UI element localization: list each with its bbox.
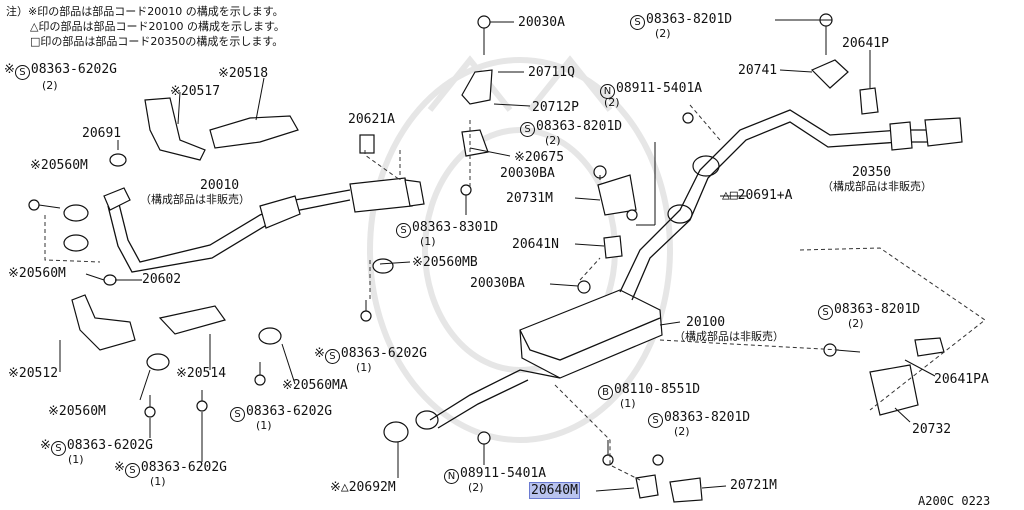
qty-08363-8201D-top: (2) (655, 27, 671, 40)
note-line-1: 注）※印の部品は部品コード20010 の構成を示します。 (6, 5, 284, 18)
note-line-2: △印の部品は部品コード20100 の構成を示します。 (30, 20, 285, 33)
qty-08363-8301D: (1) (420, 235, 436, 248)
part-20518[interactable]: ※20518 (218, 66, 269, 81)
s-symbol-icon: S (648, 413, 663, 428)
bolts-nuts (28, 13, 861, 466)
qty-08911-5401A-top: (2) (604, 96, 620, 109)
s-symbol-icon: S (14, 65, 30, 80)
part-20732[interactable]: 20732 (912, 422, 952, 437)
n-symbol-icon: N (600, 84, 615, 99)
part-20602[interactable]: 20602 (142, 272, 182, 287)
part-20030BA-top[interactable]: 20030BA (500, 166, 555, 181)
part-20641PA[interactable]: 20641PA (934, 372, 989, 387)
part-20641N[interactable]: 20641N (512, 237, 559, 252)
part-20621A[interactable]: 20621A (348, 112, 395, 127)
part-20517[interactable]: ※20517 (170, 84, 221, 99)
part-20030A[interactable]: 20030A (518, 15, 565, 30)
highlighted-part-label: 20640M (529, 482, 580, 499)
diagram-code: A200C 0223 (918, 494, 991, 508)
leader-lines (59, 19, 936, 492)
note-20350: （構成部品は非販売） (822, 180, 932, 193)
s-symbol-icon: S (324, 349, 340, 364)
part-20350[interactable]: 20350 (852, 165, 892, 180)
b-symbol-icon: B (598, 385, 613, 400)
s-symbol-icon: S (396, 223, 411, 238)
part-20030BA-bot[interactable]: 20030BA (470, 276, 525, 291)
part-20711Q[interactable]: 20711Q (528, 65, 575, 80)
part-20514[interactable]: ※20514 (176, 366, 227, 381)
part-20560M-a[interactable]: ※20560M (30, 158, 88, 173)
part-20675[interactable]: ※20675 (514, 150, 565, 165)
qty-08363-6202G-l: (1) (68, 453, 84, 466)
qty-08363-8201D-r: (2) (848, 317, 864, 330)
note-20010: （構成部品は非販売） (140, 193, 250, 206)
part-20560MA[interactable]: ※20560MA (282, 378, 348, 393)
qty-08110-8551D: (1) (620, 397, 636, 410)
qty-08363-6202G-m: (1) (356, 361, 372, 374)
clamps-gaskets (63, 153, 720, 443)
part-20691[interactable]: 20691 (82, 126, 122, 141)
s-symbol-icon: S (630, 15, 645, 30)
note-20100: （構成部品は非販売） (674, 330, 784, 343)
part-20640M[interactable]: 20640M (529, 482, 580, 499)
part-20100[interactable]: 20100 (686, 315, 726, 330)
qty-08363-8201D-mid: (2) (545, 134, 561, 147)
part-20691A[interactable]: △□20691+A (722, 188, 793, 203)
front-exhaust-pipe (103, 177, 425, 273)
part-20560M-c[interactable]: ※20560M (48, 404, 106, 419)
dashed-reference-lines (44, 104, 986, 481)
heat-shields-top (71, 97, 299, 351)
qty-08363-8201D-b: (2) (674, 425, 690, 438)
s-symbol-icon: S (50, 441, 66, 456)
qty-08363-6202G-bl: (1) (150, 475, 166, 488)
part-20512[interactable]: ※20512 (8, 366, 59, 381)
s-symbol-icon: S (520, 122, 535, 137)
part-20560M-b[interactable]: ※20560M (8, 266, 66, 281)
part-20721M[interactable]: 20721M (730, 478, 777, 493)
center-muffler (429, 109, 963, 429)
part-20010[interactable]: 20010 (200, 178, 240, 193)
part-20731M[interactable]: 20731M (506, 191, 553, 206)
qty-08363-6202G-tl: (2) (42, 79, 58, 92)
qty-08911-5401A-bot: (2) (468, 481, 484, 494)
hangers-brackets (359, 59, 945, 503)
qty-08363-6202G-b: (1) (256, 419, 272, 432)
note-line-3: □印の部品は部品コード20350の構成を示します。 (30, 35, 284, 48)
part-20560MB[interactable]: ※20560MB (412, 255, 478, 270)
n-symbol-icon: N (444, 469, 459, 484)
s-symbol-icon: S (124, 463, 140, 478)
part-20641P[interactable]: 20641P (842, 36, 889, 51)
part-20712P[interactable]: 20712P (532, 100, 579, 115)
s-symbol-icon: S (230, 407, 245, 422)
s-symbol-icon: S (818, 305, 833, 320)
part-20741[interactable]: 20741 (738, 63, 778, 78)
part-20692M[interactable]: ※△20692M (330, 480, 396, 495)
